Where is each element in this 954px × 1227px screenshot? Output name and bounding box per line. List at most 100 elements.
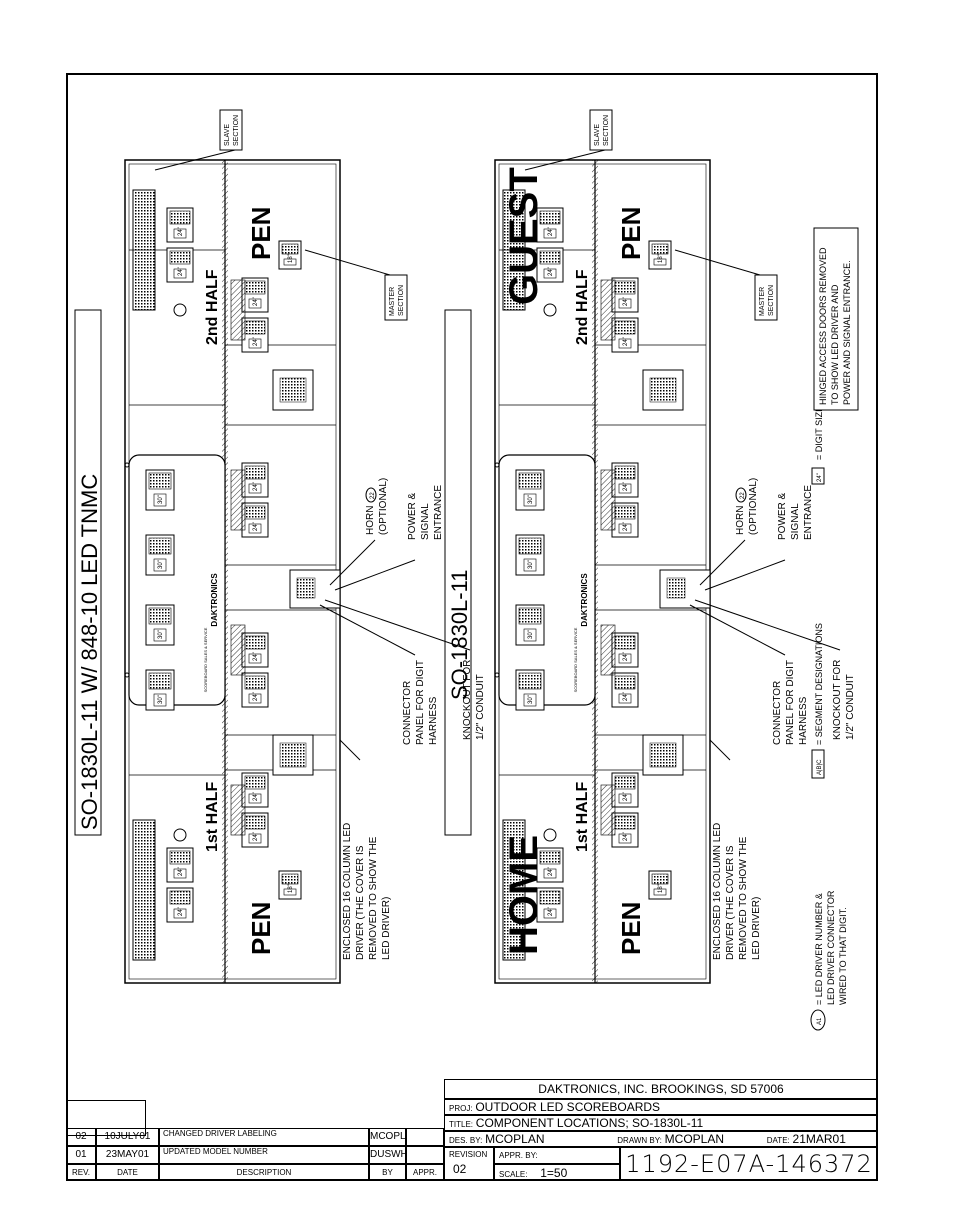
digit-led-face [539,890,561,905]
mount-hole [124,672,130,678]
power-signal-note: ENTRANCE [803,485,814,540]
connector-panel-note: CONNECTOR [772,681,783,745]
des-label: DES. BY: [449,1136,483,1145]
horn-code-marker [735,487,747,503]
digit-module: 24" [611,632,639,668]
mount-hole [494,462,500,468]
knockout-note: KNOCKOUT FOR [462,660,473,740]
slave-section-label: SECTION [233,115,240,146]
digit-module: 24" [536,847,564,883]
digit-module: 24" [611,502,639,538]
enclosed-driver-note: ENCLOSED 16 COLUMN LED [712,823,723,960]
digit-led-face [614,635,636,650]
digit-led-face [281,243,299,255]
hinged-doors-note: TO SHOW LED DRIVER AND [830,284,840,405]
digit-led-face [244,465,266,480]
rev-description: UPDATED MODEL NUMBER [159,1146,369,1164]
digit-size-tag [653,888,667,896]
digit-size-label: 24" [253,832,259,841]
led-strip [132,189,156,311]
rev-description: CHANGED DRIVER LABELING [159,1128,369,1146]
knockout-note: KNOCKOUT FOR [832,660,843,740]
master-section-label: SECTION [768,285,775,316]
digit-size-tag [543,868,557,879]
model-title: SO-1830L-11 W/ 848-10 LED TNMC [77,474,102,830]
digit-size-tag [543,228,557,239]
power-signal-note: SIGNAL [790,503,801,540]
digit-led-face [169,250,191,265]
digit-led-face [539,250,561,265]
digit-size-label: 24" [253,652,259,661]
digit-module: 24" [241,632,269,668]
leader [709,739,731,761]
leader [339,739,361,761]
second-half-label: 2nd HALF [574,269,591,345]
slave-section-label: SLAVE [594,124,601,146]
digit-size-tag [523,693,537,707]
digit-size-label: 24" [623,337,629,346]
enclosed-driver-note: LED DRIVER) [751,897,762,960]
digit-size-label: 24" [623,482,629,491]
digit-module: 24" [166,847,194,883]
model-title-box [444,309,472,836]
digit-size-tag [618,833,632,844]
leader [704,559,786,591]
digit-module: 18" [648,240,672,270]
digit-module: 24" [611,812,639,848]
rev-by: MCOPL [369,1128,406,1146]
scale-label: SCALE: [499,1170,528,1179]
power-signal-note: ENTRANCE [433,485,444,540]
digit-led-face [244,320,266,335]
digit-module: 24" [536,247,564,283]
digit-size-label: 24" [623,297,629,306]
brand-label: DAKTRONICS [210,573,219,627]
master-label-box [384,274,408,321]
digit-size-label: 30" [158,630,164,639]
led-strip [132,819,156,961]
digit-module: 24" [241,277,269,313]
digit-led-face [518,472,542,490]
digit-size-tag [523,493,537,507]
digit-size-tag [248,338,262,349]
digit-led-face [169,850,191,865]
master-section-label: SECTION [398,285,405,316]
period-indicator [173,828,187,842]
digit-module: 24" [166,207,194,243]
slave-section-label: SLAVE [224,124,231,146]
mount-hole [124,462,130,468]
digit-led-face [651,873,669,885]
digit-size-tag [523,628,537,642]
led-driver-a2 [272,369,314,411]
digit-module: 30" [145,534,175,576]
digit-led-face [614,815,636,830]
leader [324,599,471,651]
leader [319,604,416,656]
master-section-label: MASTER [759,287,766,316]
digit-led-face [539,210,561,225]
digit-module: 18" [278,240,302,270]
digit-led-face [518,607,542,625]
digit-size-label: 24" [623,792,629,801]
date-header: DATE [96,1164,159,1181]
driver-board [279,742,307,768]
digit-led-face [518,537,542,555]
proj-label: PROJ: [449,1104,473,1113]
led-strip [502,819,526,961]
digit-size-label: 24" [548,267,554,276]
revision-label: REVISION [449,1150,488,1159]
enclosed-driver-note: REMOVED TO SHOW THE [368,836,379,960]
master-label-box [754,274,778,321]
rev-date: 23MAY01 [96,1146,159,1164]
led-strip [502,189,526,311]
period-indicator [543,828,557,842]
digit-led-face [244,635,266,650]
slave-label-box [589,109,613,151]
digit-module: 24" [611,772,639,808]
digit-size-tag [248,653,262,664]
driver-board [649,377,677,403]
hinged-doors-note: HINGED ACCESS DOORS REMOVED [818,247,828,405]
led-driver-symbol [810,1009,826,1031]
digit-size-label: 24" [623,832,629,841]
second-half-label: 2nd HALF [204,269,221,345]
digit-led-face [169,890,191,905]
